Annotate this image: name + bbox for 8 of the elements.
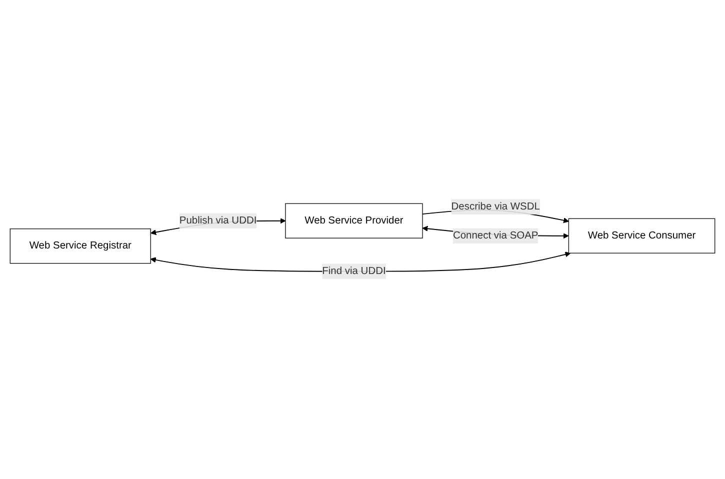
- diagram: Find via UDDI Publish via UDDI Describe via WSDL Connect via SOAP Web Service Registrar Web Service Consumer Web Service Provider: [5, 194, 720, 285]
- node-box: [10, 228, 151, 264]
- edge-label: Publish via UDDI: [179, 216, 257, 226]
- edge-label: Describe via WSDL: [451, 201, 540, 212]
- node-box: [568, 218, 716, 254]
- edge-label: Find via UDDI: [322, 266, 386, 277]
- edge-label: Connect via SOAP: [452, 230, 538, 242]
- node-box: [285, 204, 423, 239]
